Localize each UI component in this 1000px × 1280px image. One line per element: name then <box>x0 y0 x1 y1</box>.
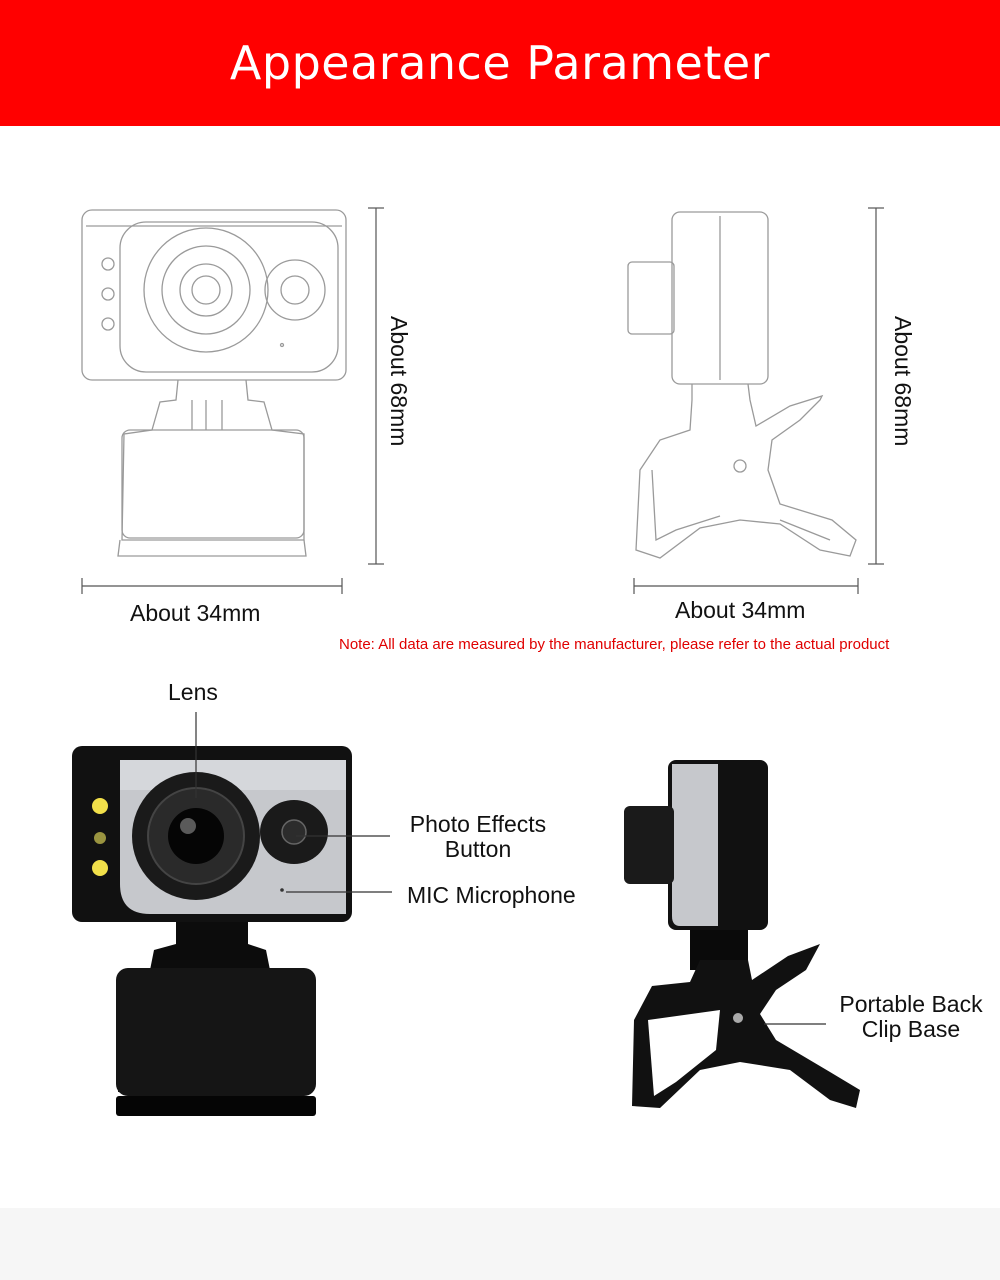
footer-band <box>0 1208 1000 1280</box>
clip-base-line2: Clip Base <box>861 1016 961 1042</box>
measurement-note: Note: All data are measured by the manuf… <box>339 636 890 653</box>
side-width-label: About 34mm <box>675 597 806 623</box>
front-outline-drawing <box>81 209 347 557</box>
clip-base-callout: Portable Back Clip Base <box>832 992 990 1042</box>
webcam-front-photo <box>72 746 352 1116</box>
front-height-label: About 68mm <box>386 316 412 447</box>
side-dimension-lines <box>633 207 884 594</box>
clip-base-line1: Portable Back <box>839 991 983 1017</box>
side-outline-drawing <box>627 211 857 559</box>
photo-effects-line1: Photo Effects <box>409 811 547 837</box>
lens-callout: Lens <box>168 679 218 705</box>
page-title: Appearance Parameter <box>229 36 771 90</box>
webcam-side-photo <box>624 760 860 1108</box>
side-height-label: About 68mm <box>890 316 916 447</box>
photo-effects-line2: Button <box>444 836 512 862</box>
front-callout-lines <box>195 712 392 893</box>
page-header: Appearance Parameter <box>0 0 1000 126</box>
mic-callout: MIC Microphone <box>407 882 576 908</box>
photo-effects-button-callout: Photo Effects Button <box>402 812 554 862</box>
front-dimension-lines <box>81 207 384 594</box>
front-width-label: About 34mm <box>130 600 261 626</box>
